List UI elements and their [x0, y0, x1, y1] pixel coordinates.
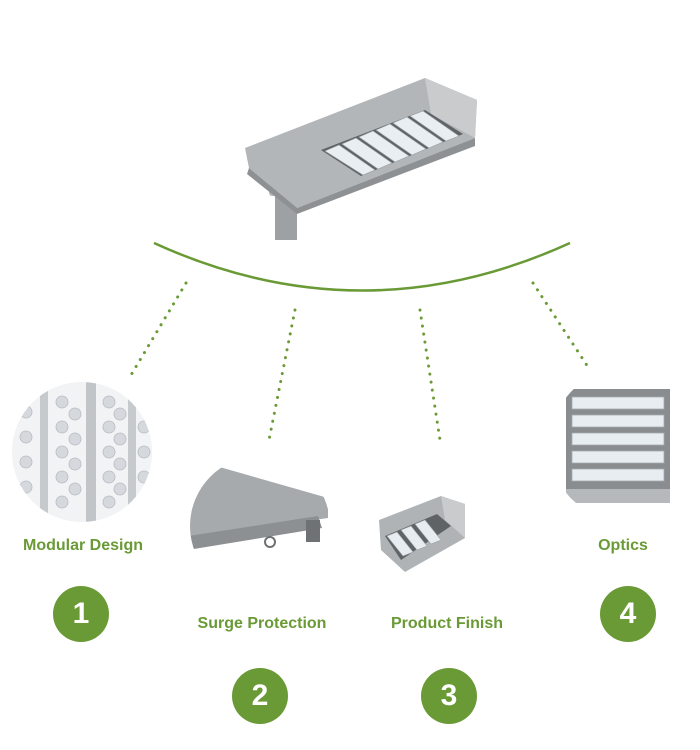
- feature-number-badge-1: 1: [53, 586, 109, 642]
- product-finish-image: [379, 496, 465, 572]
- street-light-image: [245, 78, 477, 240]
- feature-label-product-finish: Product Finish: [391, 615, 503, 632]
- feature-label-modular-design: Modular Design: [22, 537, 144, 554]
- surge-protection-image: [190, 458, 330, 596]
- dotted-connector-3: [418, 308, 442, 442]
- dotted-connector-1: [129, 281, 188, 377]
- modular-design-image: [12, 382, 152, 522]
- feature-number-badge-3: 3: [421, 668, 477, 724]
- dotted-connector-4: [531, 281, 592, 372]
- optics-image: [566, 385, 670, 523]
- dotted-connector-2: [267, 308, 297, 442]
- feature-number-badge-2: 2: [232, 668, 288, 724]
- feature-number-badge-4: 4: [600, 586, 656, 642]
- feature-label-optics: Optics: [598, 537, 648, 554]
- feature-label-surge-protection: Surge Protection: [197, 615, 327, 632]
